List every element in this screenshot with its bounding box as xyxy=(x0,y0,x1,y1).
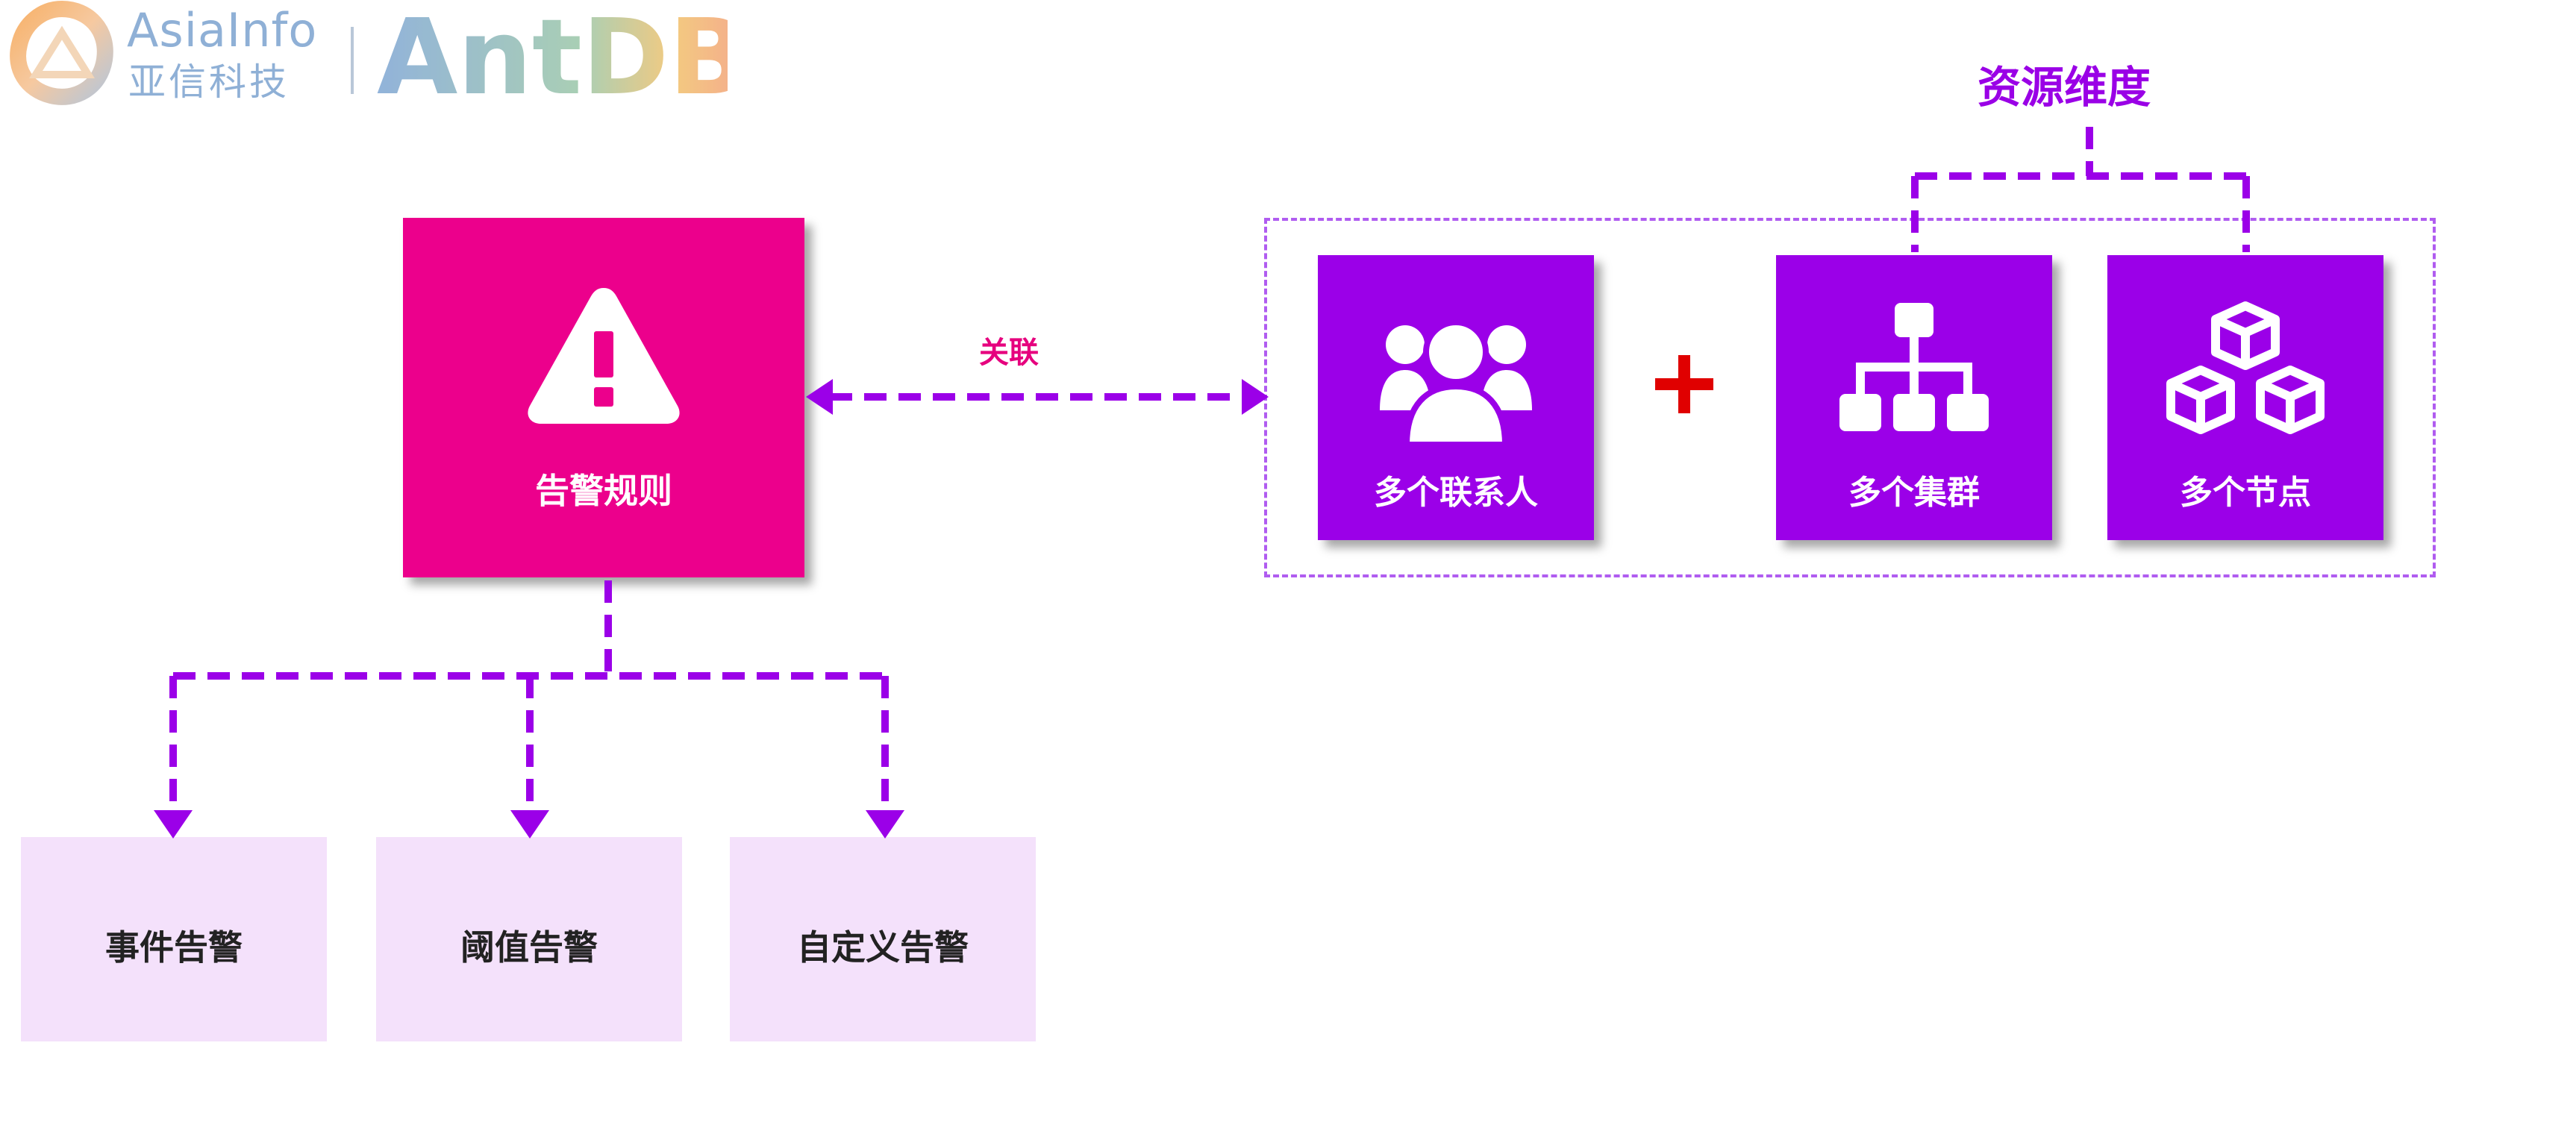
contacts-icon xyxy=(1380,319,1532,448)
association-label: 关联 xyxy=(979,336,1039,370)
logo-company-cn: 亚信科技 xyxy=(128,60,290,104)
logo-product-text: AntDB xyxy=(377,0,728,112)
antdb-logo: AntDB xyxy=(377,0,728,112)
warning-icon xyxy=(528,288,680,424)
resource-card-clusters: 多个集群 xyxy=(1776,255,2052,540)
alarm-rule-label: 告警规则 xyxy=(535,471,672,511)
resource-card-label: 多个集群 xyxy=(1848,474,1980,512)
resource-card-label: 多个联系人 xyxy=(1374,474,1538,512)
alarm-type-label: 事件告警 xyxy=(105,927,243,968)
alarm-type-event: 事件告警 xyxy=(21,837,327,1041)
arrowhead-custom xyxy=(866,810,904,839)
asiainfo-logo-icon xyxy=(10,0,113,105)
arrowhead-threshold xyxy=(510,810,549,839)
resource-card-nodes: 多个节点 xyxy=(2107,255,2383,540)
cubes-icon xyxy=(2166,301,2325,434)
alarm-type-label: 阈值告警 xyxy=(460,927,598,968)
arrowhead-event xyxy=(154,810,193,839)
alarm-type-threshold: 阈值告警 xyxy=(376,837,682,1041)
plus-icon xyxy=(1655,355,1713,413)
alarm-rule-box: 告警规则 xyxy=(403,218,804,577)
logo-company-en: AsiaInfo xyxy=(127,3,318,57)
alarm-type-label: 自定义告警 xyxy=(797,927,969,968)
cluster-hierarchy-icon xyxy=(1839,303,1989,431)
alarm-type-custom: 自定义告警 xyxy=(730,837,1036,1041)
arrowhead-left xyxy=(806,379,833,415)
resource-card-contacts: 多个联系人 xyxy=(1318,255,1594,540)
logo-divider xyxy=(351,27,354,94)
resource-dimension-title: 资源维度 xyxy=(1978,62,2151,113)
resource-card-label: 多个节点 xyxy=(2180,474,2311,512)
